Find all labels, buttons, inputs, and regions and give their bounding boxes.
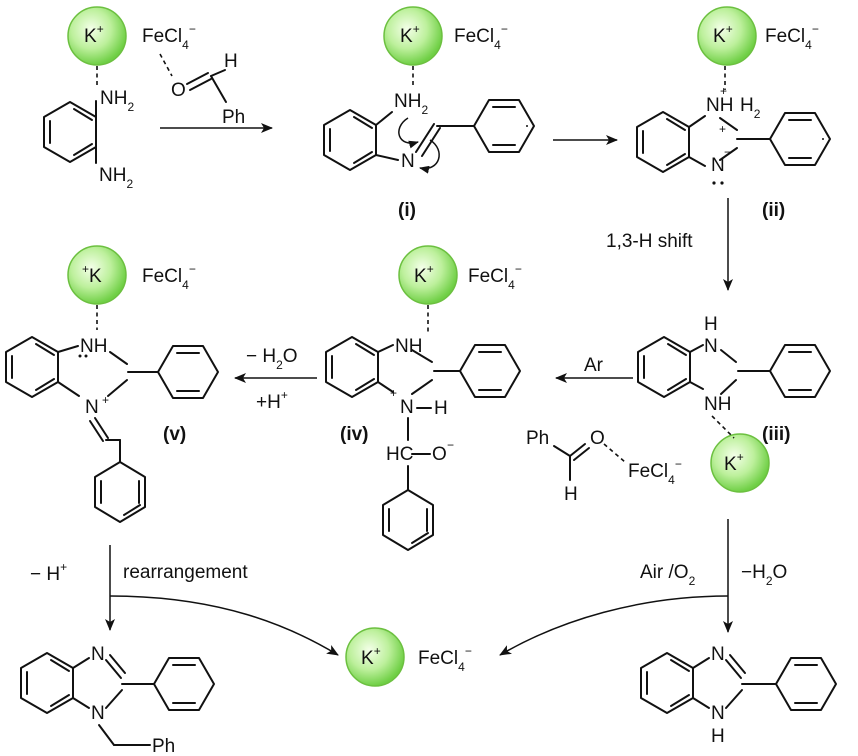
intermediate-iv: NH + N H HC O − (iv) <box>325 305 521 551</box>
svg-text:N: N <box>704 336 718 357</box>
svg-text:K+: K+ <box>361 644 381 669</box>
counterion-3: FeCl4− <box>765 22 819 52</box>
condition-ar: Ar <box>584 355 604 376</box>
svg-text:NH2: NH2 <box>100 88 134 114</box>
svg-text:K+: K+ <box>724 450 744 475</box>
svg-text:(ii): (ii) <box>762 200 785 221</box>
intermediate-v: NH N + (v) <box>5 305 219 523</box>
counterion-4: FeCl4− <box>142 262 196 292</box>
svg-text:H: H <box>564 484 578 505</box>
svg-text:N: N <box>91 644 105 665</box>
svg-text:H: H <box>711 726 725 747</box>
svg-text:K+: K+ <box>400 22 420 47</box>
counterion-5: FeCl4− <box>468 262 522 292</box>
svg-text:K+: K+ <box>414 262 434 287</box>
arrow-release-right <box>499 595 729 656</box>
condition-rearrangement: rearrangement <box>123 562 248 583</box>
condition-shift: 1,3-H shift <box>606 231 693 252</box>
potassium-cation-6: K+ <box>710 433 770 493</box>
svg-text:N: N <box>85 397 99 418</box>
arrow-release-left <box>109 595 339 656</box>
svg-text:NH: NH <box>704 394 731 415</box>
intermediate-ii: NH + H2 N − + (ii) <box>636 66 831 221</box>
condition-air: Air /O2 <box>640 562 696 588</box>
svg-text:(iii): (iii) <box>762 424 791 445</box>
svg-text:NH: NH <box>706 95 733 116</box>
svg-text:O: O <box>590 428 605 449</box>
svg-text:−: − <box>447 438 454 452</box>
svg-text:−: − <box>724 145 731 159</box>
o-phenylenediamine: NH2 NH2 <box>43 66 134 191</box>
svg-text:+: + <box>390 386 397 400</box>
potassium-cation-1: K+ <box>67 6 127 66</box>
counterion-1: FeCl4− <box>142 22 196 52</box>
svg-text:(v): (v) <box>163 424 186 445</box>
svg-text:K+: K+ <box>713 22 733 47</box>
counterion-7: FeCl4− <box>418 644 472 674</box>
product-n-benzyl: N N Ph <box>20 644 215 756</box>
svg-text:N: N <box>400 397 414 418</box>
svg-text:Ph: Ph <box>222 107 245 128</box>
benzaldehyde-coordinated: Ph O H FeCl4− <box>526 428 682 505</box>
potassium-cation-7: K+ <box>345 627 405 687</box>
potassium-cation-2: K+ <box>383 6 443 66</box>
svg-text:+: + <box>719 122 726 136</box>
svg-text:H: H <box>704 314 718 335</box>
condition-minus-hplus: − H+ <box>30 560 67 585</box>
svg-text:FeCl4−: FeCl4− <box>628 457 682 487</box>
svg-text:K+: K+ <box>84 22 104 47</box>
intermediate-i: NH2 N (i) <box>323 66 535 221</box>
svg-text:N: N <box>401 151 415 172</box>
svg-text:NH2: NH2 <box>394 91 428 117</box>
svg-text:H2: H2 <box>740 95 761 121</box>
svg-text:+: + <box>102 393 109 407</box>
counterion-2: FeCl4− <box>454 22 508 52</box>
svg-text:O: O <box>171 80 186 101</box>
svg-text:Ph: Ph <box>526 428 549 449</box>
svg-text:O: O <box>432 444 447 465</box>
condition-minus-h2o: − H2O <box>246 346 298 372</box>
svg-text:+K: +K <box>82 262 102 287</box>
svg-text:NH: NH <box>80 336 107 357</box>
intermediate-iii: N H NH (iii) <box>637 314 831 445</box>
svg-text:N: N <box>711 644 725 665</box>
svg-text:+: + <box>720 84 727 98</box>
condition-minus-h2o-right: −H2O <box>741 562 787 588</box>
svg-text:Ph: Ph <box>152 736 175 756</box>
svg-text:NH2: NH2 <box>99 165 133 191</box>
svg-text:(iv): (iv) <box>340 424 369 445</box>
potassium-cation-3: K+ <box>697 6 757 66</box>
potassium-cation-5: K+ <box>398 245 458 305</box>
svg-text:H: H <box>224 51 238 72</box>
svg-text:(i): (i) <box>398 200 416 221</box>
svg-text:H: H <box>434 398 448 419</box>
potassium-cation-4: +K <box>67 245 127 305</box>
svg-text:HC: HC <box>386 444 413 465</box>
svg-text:N: N <box>91 703 105 724</box>
product-2-phenylbenzimidazole: N N H <box>640 644 837 747</box>
benzaldehyde-reagent: O H Ph <box>159 51 245 128</box>
condition-plus-h: +H+ <box>256 388 288 413</box>
svg-text:N: N <box>711 703 725 724</box>
